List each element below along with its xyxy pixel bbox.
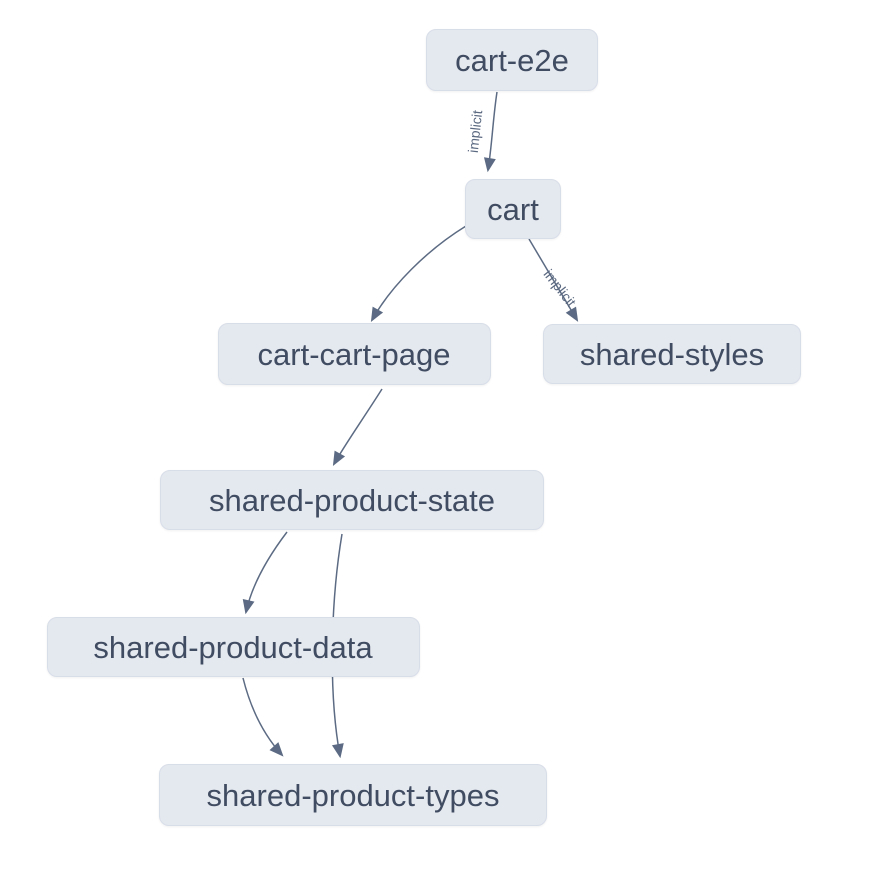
graph-node-shared-styles[interactable]: shared-styles xyxy=(543,324,801,384)
edge-cart-to-cart-cart-page xyxy=(370,225,467,322)
graph-node-cart-cart-page[interactable]: cart-cart-page xyxy=(217,323,491,385)
edge-label-cart-e2e-to-cart: implicit xyxy=(465,109,485,153)
edge-cart-e2e-to-cart xyxy=(483,91,498,173)
edge-shared-product-data-to-shared-product-types xyxy=(242,677,284,757)
graph-node-shared-product-state[interactable]: shared-product-state xyxy=(160,470,544,530)
edge-shared-product-state-to-shared-product-data xyxy=(242,531,288,615)
graph-node-shared-product-data[interactable]: shared-product-data xyxy=(46,617,420,677)
graph-node-shared-product-types[interactable]: shared-product-types xyxy=(159,764,547,826)
edge-cart-cart-page-to-shared-product-state xyxy=(332,388,383,466)
graph-node-cart[interactable]: cart xyxy=(465,179,561,239)
edge-cart-to-shared-styles xyxy=(528,238,579,322)
graph-node-cart-e2e[interactable]: cart-e2e xyxy=(426,29,598,91)
